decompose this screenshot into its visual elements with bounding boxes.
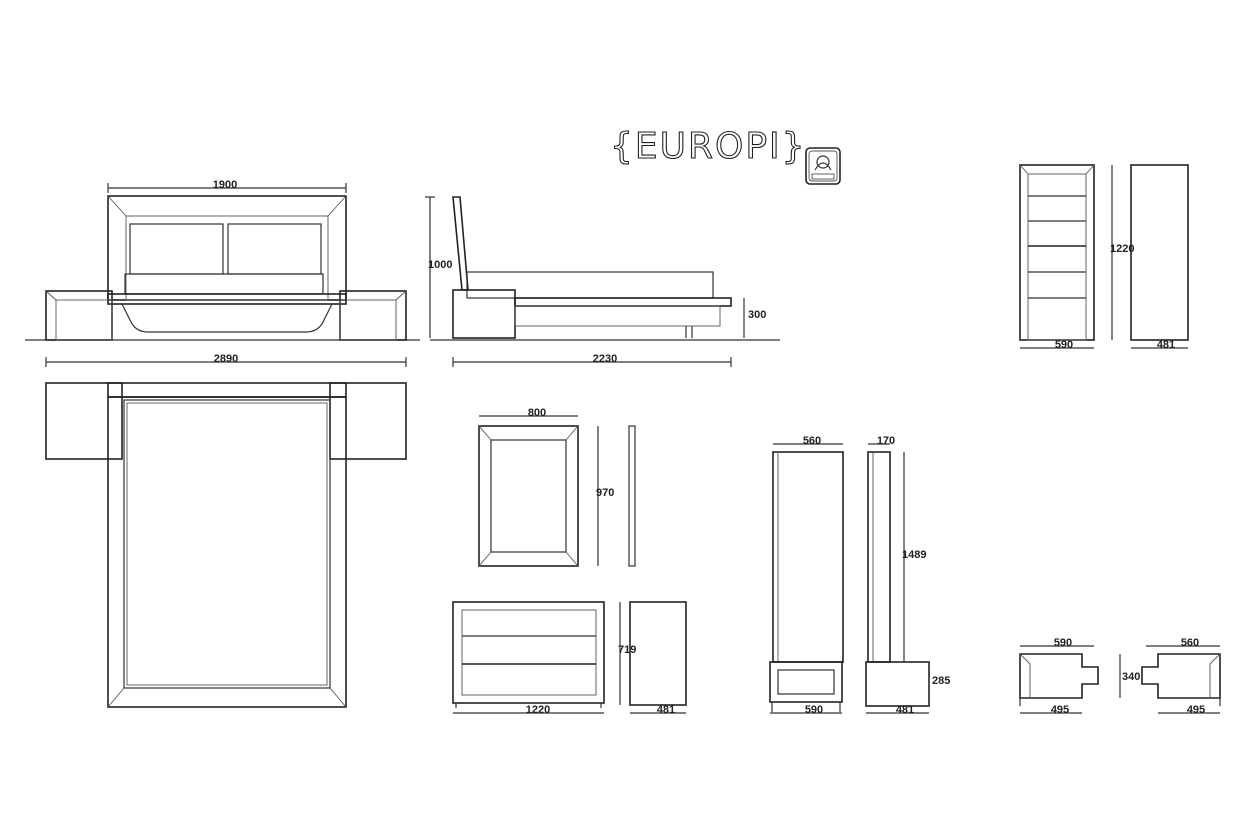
dim-nightstand-right-top: 560 <box>1181 637 1199 649</box>
dim-bed-platform-height: 300 <box>748 309 766 321</box>
dim-bed-headboard-width: 1900 <box>213 179 237 191</box>
dim-wardrobe-height: 1489 <box>902 549 926 561</box>
logo-emblem-icon <box>805 147 841 185</box>
dim-bed-height: 1000 <box>428 259 452 271</box>
dim-nightstand-left-bottom: 495 <box>1051 704 1069 716</box>
dim-wardrobe-base-height: 285 <box>932 675 950 687</box>
dim-wardrobe-width: 560 <box>803 435 821 447</box>
bed-side-elevation: 1000 300 2230 <box>425 196 780 367</box>
dim-wardrobe-depth: 170 <box>877 435 895 447</box>
dim-mirror-width: 800 <box>528 407 546 419</box>
bed-plan-view <box>45 382 407 708</box>
dim-dresser-width: 1220 <box>526 704 550 716</box>
dim-shelf-depth: 481 <box>1157 339 1175 351</box>
dim-shelf-height: 1220 <box>1110 243 1134 255</box>
brand-title: {EUROPI} <box>610 126 807 167</box>
mirror-front: 800 970 <box>478 407 636 567</box>
dim-nightstand-right-bottom: 495 <box>1187 704 1205 716</box>
dim-wardrobe-base-width: 590 <box>805 704 823 716</box>
bed-front-elevation: 1900 2890 <box>25 179 420 367</box>
dim-bed-length: 2230 <box>593 353 617 365</box>
dim-nightstand-height: 340 <box>1122 671 1140 683</box>
nightstand-right-plan: 560 495 340 <box>1119 637 1221 716</box>
dim-shelf-width: 590 <box>1055 339 1073 351</box>
dresser-front: 1220 719 481 <box>452 601 687 716</box>
dim-wardrobe-base-depth: 481 <box>896 704 914 716</box>
dim-dresser-depth: 481 <box>657 704 675 716</box>
dim-dresser-height: 719 <box>618 644 636 656</box>
dim-mirror-height: 970 <box>596 487 614 499</box>
wardrobe-front: 560 170 1489 285 590 481 <box>769 435 950 716</box>
dim-nightstand-left-top: 590 <box>1054 637 1072 649</box>
bookshelf-front: 1220 590 481 <box>1019 164 1189 351</box>
dim-bed-total-width: 2890 <box>214 353 238 365</box>
nightstand-left-plan: 590 495 <box>1019 637 1099 716</box>
